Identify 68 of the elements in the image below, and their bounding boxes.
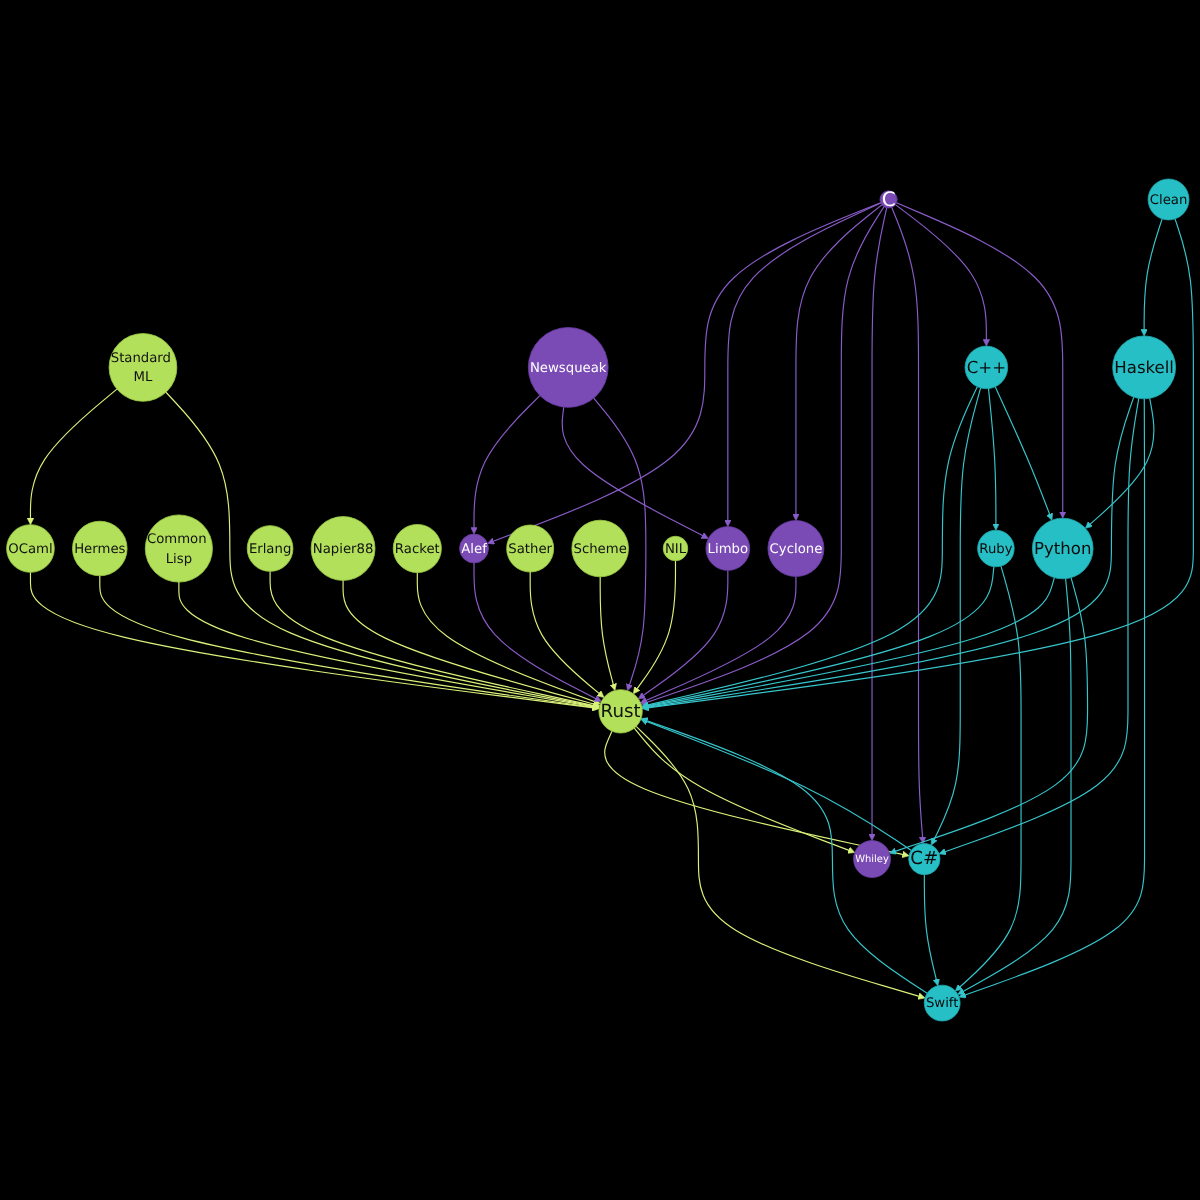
arrow <box>470 395 541 535</box>
arrow <box>641 566 995 710</box>
node-circle <box>767 520 825 577</box>
node-circle <box>459 533 489 564</box>
arrow <box>269 570 600 709</box>
arrow <box>599 576 617 691</box>
arrow <box>633 727 856 854</box>
arrow <box>473 562 602 702</box>
arrow <box>895 202 1067 519</box>
node-circle <box>144 514 213 583</box>
node-circle <box>923 984 961 1022</box>
arrow <box>26 388 118 525</box>
arrow <box>792 204 883 521</box>
arrow <box>165 391 600 710</box>
node-circle <box>1147 178 1190 221</box>
arrow <box>994 386 1053 521</box>
arrow <box>724 202 882 527</box>
arrow <box>416 572 601 705</box>
arrow <box>958 398 1146 999</box>
node-circle <box>108 333 178 402</box>
node-circle <box>506 524 555 573</box>
arrow <box>923 874 940 986</box>
arrow <box>938 397 1140 856</box>
arrow <box>633 560 677 695</box>
arrow <box>178 581 600 711</box>
node-circle <box>1112 335 1176 400</box>
arrow <box>638 569 729 700</box>
arrow <box>1140 218 1163 337</box>
node-circle <box>310 516 376 581</box>
arrow <box>640 575 797 704</box>
node-circle <box>598 689 643 734</box>
node-circle <box>964 345 1009 390</box>
arrow <box>99 575 600 711</box>
arrow <box>641 218 1194 712</box>
node-circle <box>6 524 55 573</box>
arrow <box>342 579 601 708</box>
node-circle <box>879 190 898 209</box>
arrow <box>894 204 990 347</box>
arrow <box>29 571 600 712</box>
arrow <box>604 730 910 858</box>
arrow <box>930 387 982 846</box>
arrow <box>1085 397 1155 529</box>
arrow <box>640 206 885 706</box>
arrow <box>487 202 882 545</box>
node-circle <box>72 520 128 577</box>
arrow <box>641 386 978 709</box>
node-circle <box>853 840 891 878</box>
node-circle <box>908 843 941 876</box>
arrow <box>868 207 888 841</box>
arrow <box>641 577 1055 710</box>
node-circle <box>527 327 609 408</box>
arrow <box>593 397 647 692</box>
node-circle <box>571 519 629 578</box>
arrow <box>641 396 1135 711</box>
node-circle <box>1031 517 1094 580</box>
arrow <box>529 571 605 698</box>
arrow <box>987 388 1000 531</box>
arrow <box>640 718 912 851</box>
arrow <box>957 578 1072 995</box>
arrow <box>889 577 1089 855</box>
arrow <box>891 206 927 844</box>
node-circle <box>705 526 751 571</box>
node-circle <box>662 535 689 562</box>
node-circle <box>246 525 294 572</box>
arrow <box>561 406 709 539</box>
node-circle <box>977 529 1015 568</box>
arrow <box>955 565 1022 992</box>
node-circle <box>392 524 442 573</box>
